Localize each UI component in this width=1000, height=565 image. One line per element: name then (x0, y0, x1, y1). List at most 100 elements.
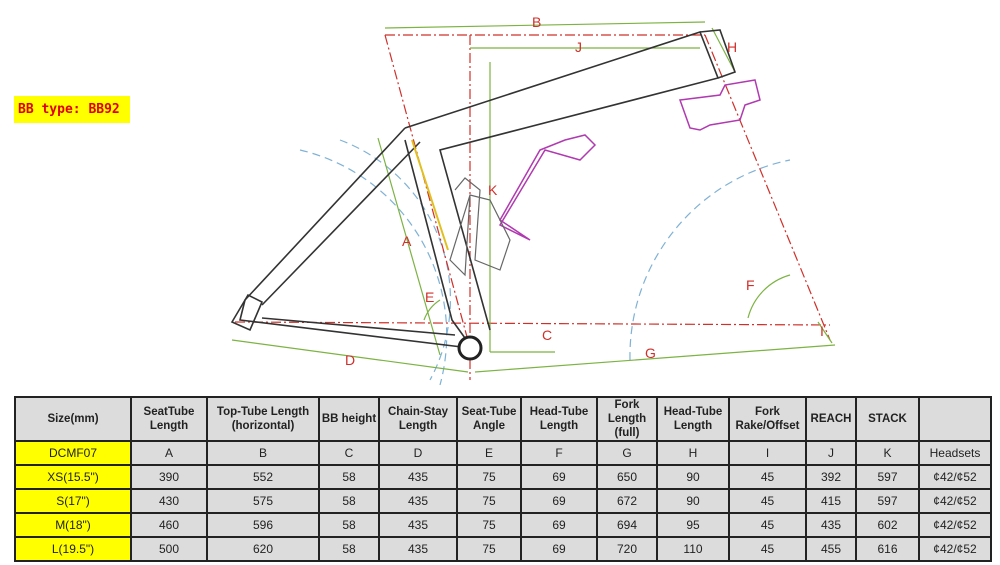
table-cell: ¢42/¢52 (918, 488, 992, 514)
table-cell: I (728, 440, 807, 466)
table-cell: 455 (805, 536, 857, 562)
table-cell: Headsets (918, 440, 992, 466)
table-cell: 75 (456, 536, 522, 562)
table-cell: STACK (855, 396, 920, 442)
table-cell: E (456, 440, 522, 466)
table-cell: 672 (596, 488, 658, 514)
table-cell: 45 (728, 464, 807, 490)
label-A: A (402, 233, 412, 249)
dimension-lines-green (231, 21, 836, 373)
table-cell: 552 (206, 464, 320, 490)
table-cell: 69 (520, 536, 598, 562)
table-cell: 58 (318, 488, 380, 514)
size-cell: DCMF07 (14, 440, 132, 466)
table-cell: 45 (728, 536, 807, 562)
table-cell: 110 (656, 536, 730, 562)
table-cell: J (805, 440, 857, 466)
table-cell: 75 (456, 464, 522, 490)
table-cell: 694 (596, 512, 658, 538)
table-cell: G (596, 440, 658, 466)
table-cell: 58 (318, 536, 380, 562)
table-cell: 390 (130, 464, 208, 490)
table-cell: C (318, 440, 380, 466)
table-cell: Head-Tube Length (520, 396, 598, 442)
table-cell: 58 (318, 512, 380, 538)
table-cell: 575 (206, 488, 320, 514)
table-cell: Fork Length (full) (596, 396, 658, 442)
table-cell: 460 (130, 512, 208, 538)
table-cell: 435 (378, 488, 458, 514)
table-cell: 435 (378, 536, 458, 562)
table-cell: 75 (456, 488, 522, 514)
table-cell: ¢42/¢52 (918, 536, 992, 562)
table-cell: 597 (855, 488, 920, 514)
label-C: C (542, 327, 552, 343)
table-cell: K (855, 440, 920, 466)
table-cell: 58 (318, 464, 380, 490)
size-cell: L(19.5") (14, 536, 132, 562)
table-cell: Seat-Tube Angle (456, 396, 522, 442)
table-cell: 435 (378, 512, 458, 538)
table-cell: ¢42/¢52 (918, 464, 992, 490)
table-cell: A (130, 440, 208, 466)
headset-parts (678, 79, 761, 131)
table-cell: 720 (596, 536, 658, 562)
table-cell: 45 (728, 488, 807, 514)
water-bottle-purple (498, 134, 597, 241)
label-B: B (532, 14, 541, 30)
label-H: H (727, 39, 737, 55)
size-cell: S(17") (14, 488, 132, 514)
table-cell: 392 (805, 464, 857, 490)
label-F: F (746, 277, 755, 293)
bottom-bracket (457, 335, 483, 361)
table-cell: H (656, 440, 730, 466)
table-cell: ¢42/¢52 (918, 512, 992, 538)
table-cell: REACH (805, 396, 857, 442)
table-cell: 602 (855, 512, 920, 538)
label-G: G (645, 345, 656, 361)
table-cell: B (206, 440, 320, 466)
table-cell: 90 (656, 488, 730, 514)
bb-type-label: BB type: BB92 (14, 96, 130, 123)
table-cell: 75 (456, 512, 522, 538)
table-cell: 500 (130, 536, 208, 562)
label-I: I (820, 323, 824, 339)
dimension-lines-red (234, 34, 831, 380)
label-J: J (575, 39, 582, 55)
table-cell: 430 (130, 488, 208, 514)
table-cell: 90 (656, 464, 730, 490)
table-cell: SeatTube Length (130, 396, 208, 442)
table-cell: D (378, 440, 458, 466)
table-cell: F (520, 440, 598, 466)
table-cell: Chain-Stay Length (378, 396, 458, 442)
table-cell: Top-Tube Length (horizontal) (206, 396, 320, 442)
table-cell: 69 (520, 512, 598, 538)
size-cell: M(18") (14, 512, 132, 538)
table-cell: 597 (855, 464, 920, 490)
table-cell: 45 (728, 512, 807, 538)
table-cell: 69 (520, 488, 598, 514)
size-cell: Size(mm) (14, 396, 132, 442)
table-cell: 620 (206, 536, 320, 562)
table-cell (918, 396, 992, 442)
frame-geometry-diagram: B J H K A E C D G F I (230, 14, 836, 386)
table-cell: 435 (378, 464, 458, 490)
table-cell: 650 (596, 464, 658, 490)
table-cell: 69 (520, 464, 598, 490)
table-cell: Fork Rake/Offset (728, 396, 807, 442)
label-D: D (345, 352, 355, 368)
label-E: E (425, 289, 434, 305)
seat-tube-highlight (411, 139, 449, 251)
table-cell: 415 (805, 488, 857, 514)
bike-frame (230, 29, 737, 349)
guide-arcs (299, 139, 791, 386)
table-cell: BB height (318, 396, 380, 442)
table-cell: 435 (805, 512, 857, 538)
table-cell: 95 (656, 512, 730, 538)
